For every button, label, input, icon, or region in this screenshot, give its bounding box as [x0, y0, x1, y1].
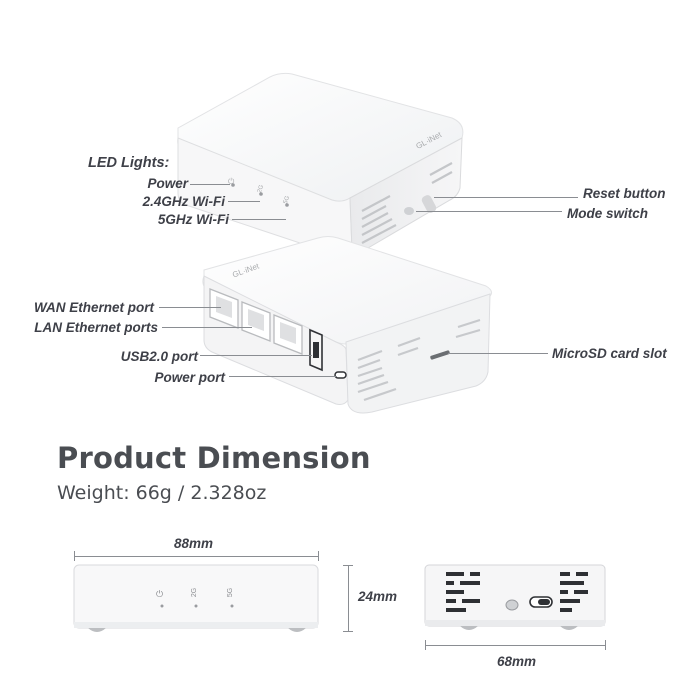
label-mode-switch: Mode switch: [567, 206, 649, 221]
dimension-title: Product Dimension: [57, 441, 371, 475]
height-dimension-line: [348, 565, 349, 631]
label-lan-ports: LAN Ethernet ports: [34, 320, 158, 335]
width-dimension-line: [74, 556, 318, 557]
label-microsd: MicroSD card slot: [552, 346, 667, 361]
front-power-icon: ⏻: [156, 589, 164, 599]
height-tick-bottom: [343, 631, 353, 632]
width-tick-left: [74, 551, 75, 561]
width-label: 88mm: [174, 536, 214, 551]
label-power-port: Power port: [154, 370, 225, 385]
callout-line-power-port: [229, 376, 337, 377]
label-wifi-5: 5GHz Wi-Fi: [157, 212, 229, 227]
callout-line-microsd: [448, 353, 548, 354]
callout-line-mode: [416, 211, 562, 212]
width-tick-right: [318, 551, 319, 561]
depth-tick-right: [605, 640, 606, 650]
label-wifi-24: 2.4GHz Wi-Fi: [142, 194, 225, 209]
callout-line-lan: [162, 327, 252, 328]
depth-tick-left: [425, 640, 426, 650]
depth-label: 68mm: [497, 654, 537, 669]
label-wan-port: WAN Ethernet port: [34, 300, 154, 315]
label-usb-port: USB2.0 port: [120, 349, 198, 364]
callout-line-wan: [159, 307, 221, 308]
height-label: 24mm: [358, 589, 398, 604]
callout-line-wifi24: [228, 201, 260, 202]
weight-text: Weight: 66g / 2.328oz: [57, 482, 267, 504]
depth-dimension-line: [425, 645, 605, 646]
power-icon: ⏻: [228, 177, 235, 186]
callout-line-reset: [434, 197, 578, 198]
callout-line-wifi5: [232, 219, 286, 220]
callout-line-usb: [200, 355, 312, 356]
label-reset-button: Reset button: [583, 186, 666, 201]
led-lights-header: LED Lights:: [88, 155, 170, 171]
label-power: Power: [147, 176, 188, 191]
height-tick-top: [343, 565, 353, 566]
callout-line-power: [190, 184, 230, 185]
